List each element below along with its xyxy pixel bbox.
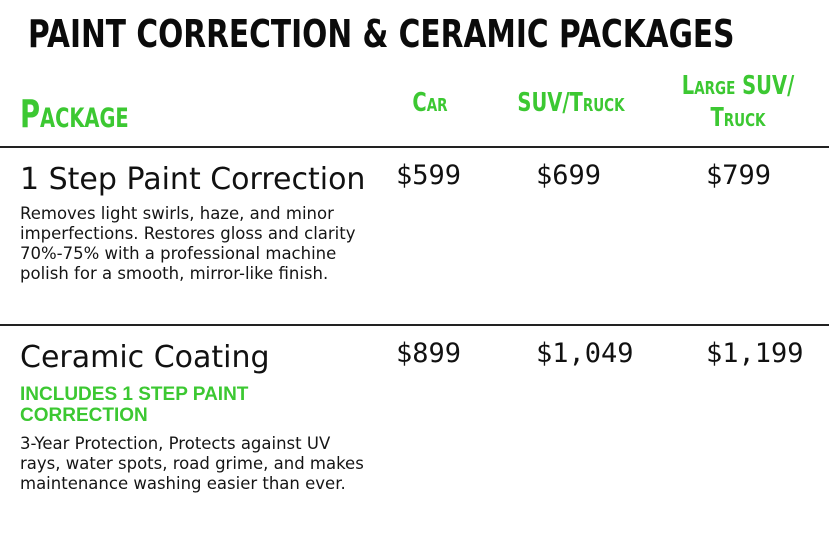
column-header-large-suv-truck: Large SUV/ Truck	[681, 71, 795, 133]
page-header: PAINT CORRECTION & CERAMIC PACKAGES	[18, 8, 818, 60]
column-header-car: Car	[412, 88, 448, 118]
price-car: $899	[396, 338, 462, 369]
price-suv-truck: $1,049	[536, 338, 634, 369]
price-large-suv-truck: $1,199	[706, 338, 804, 369]
price-large-suv-truck: $799	[706, 160, 772, 191]
package-name: Ceramic Coating	[20, 340, 270, 375]
column-header-suv-truck: SUV/Truck	[517, 88, 625, 118]
package-name: 1 Step Paint Correction	[20, 162, 366, 197]
package-description: 3-Year Protection, Protects against UV r…	[20, 434, 364, 493]
page-title: PAINT CORRECTION & CERAMIC PACKAGES	[28, 12, 735, 56]
package-includes-note: INCLUDES 1 STEP PAINT CORRECTION	[20, 384, 249, 426]
package-description: Removes light swirls, haze, and minor im…	[20, 204, 356, 283]
price-car: $599	[396, 160, 462, 191]
column-header-package: Package	[20, 92, 129, 136]
price-suv-truck: $699	[536, 160, 602, 191]
row-divider	[0, 324, 829, 326]
row-divider	[0, 146, 829, 148]
